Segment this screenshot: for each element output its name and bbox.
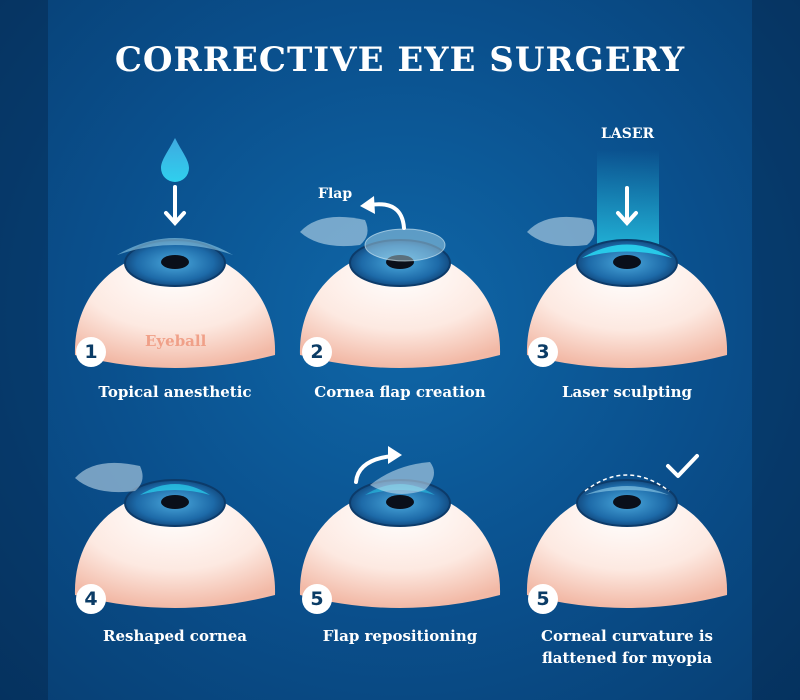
- arrow-head: [360, 196, 375, 214]
- step-label: Cornea flap creation: [314, 383, 486, 401]
- page-title: CORRECTIVE EYE SURGERY: [114, 40, 686, 80]
- flap-shape: [527, 216, 595, 247]
- flap-annotation: Flap: [318, 186, 353, 202]
- step-6-eye: [525, 474, 729, 609]
- flap-shape: [75, 462, 143, 493]
- step-label: Reshaped cornea: [102, 627, 248, 645]
- step-5-eye: [298, 479, 502, 609]
- step-badge: 2: [302, 337, 332, 367]
- step-label: Flap repositioning: [322, 627, 478, 645]
- laser-annotation: LASER: [601, 126, 655, 142]
- step-badge: 5: [302, 584, 332, 614]
- arrow-head: [388, 446, 402, 464]
- step-3-eye: [525, 239, 729, 369]
- step-badge: 3: [528, 337, 558, 367]
- left-band: [0, 0, 48, 700]
- checkmark-icon: [666, 454, 699, 478]
- step-badge: 4: [76, 584, 106, 614]
- step-badge: 1: [76, 337, 106, 367]
- curved-arrow-icon: [368, 202, 406, 230]
- step-label: Corneal curvature is flattened for myopi…: [541, 627, 713, 667]
- curved-arrow-icon: [354, 454, 394, 484]
- step-badge: 5: [528, 584, 558, 614]
- eyeball-annotation: Eyeball: [145, 332, 207, 350]
- down-arrow-icon: [164, 185, 186, 226]
- down-arrow-icon: [616, 186, 638, 226]
- step-label: Laser sculpting: [561, 383, 693, 401]
- drop-icon: [161, 138, 189, 182]
- flap-shape: [300, 216, 368, 247]
- flap-shape: [370, 462, 434, 494]
- step-4-eye: [73, 479, 277, 609]
- right-band: [752, 0, 800, 700]
- step-label: Topical anesthetic: [98, 383, 252, 401]
